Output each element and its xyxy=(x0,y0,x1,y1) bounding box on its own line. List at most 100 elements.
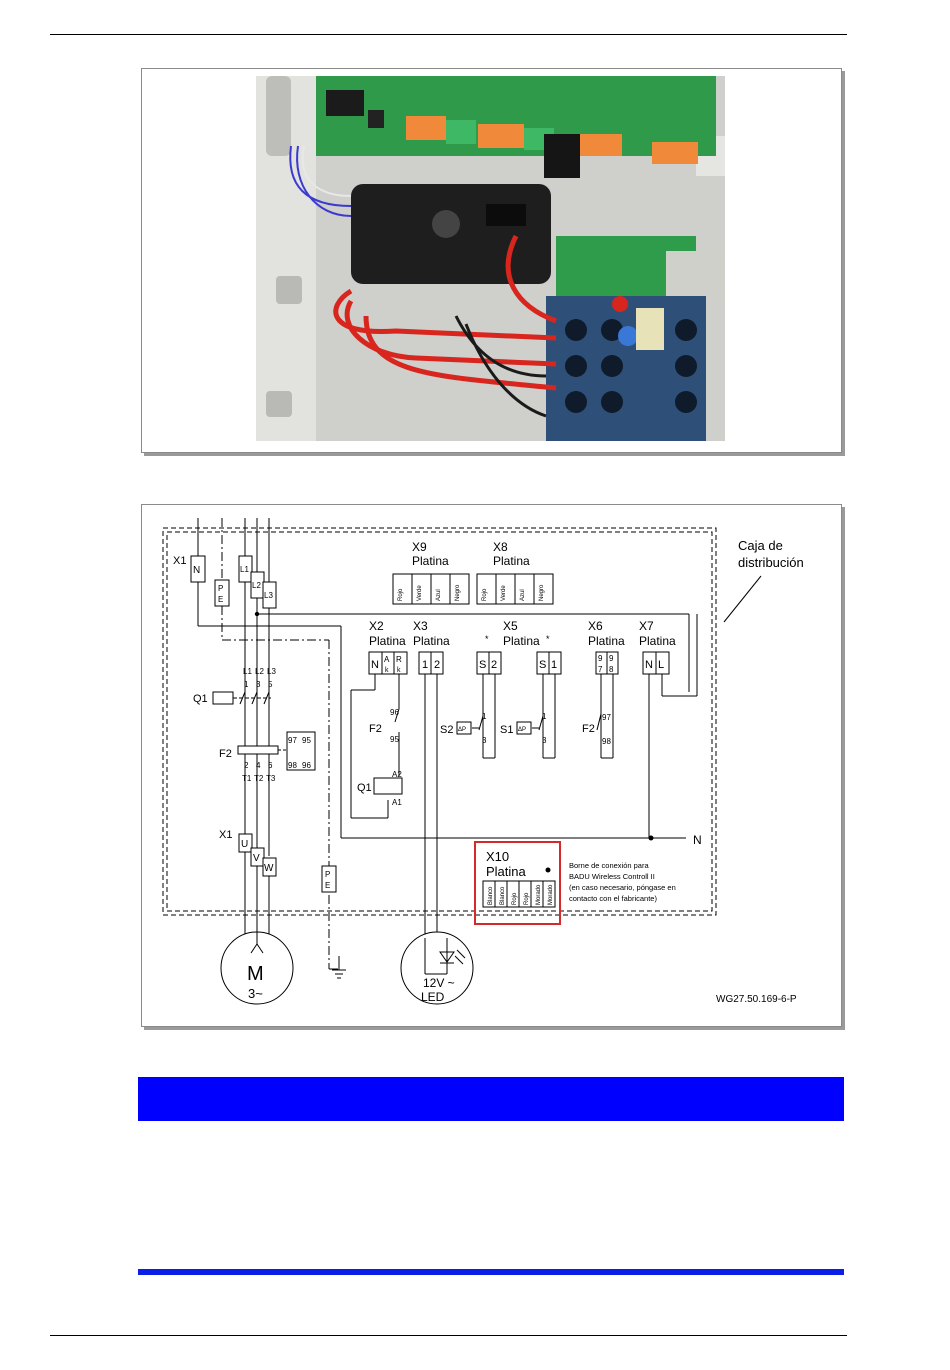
q1-pin-l1: L1 xyxy=(243,667,252,676)
x10-highlight-box xyxy=(474,841,561,925)
terminal-w xyxy=(262,857,277,877)
x6-cell-9b: 9 xyxy=(609,654,614,663)
x2-cell-rk: R xyxy=(396,655,402,664)
x2-cell-ak: A xyxy=(384,655,390,664)
q1-coil xyxy=(373,777,403,795)
x10-cell-1: Blanco xyxy=(488,886,494,905)
junction-n xyxy=(648,835,654,841)
x6-cell-8: 8 xyxy=(609,665,614,674)
s2-dp: ΔP xyxy=(458,727,466,733)
motor-m: M xyxy=(247,963,264,985)
x2-cell-rk-sub: k xyxy=(397,667,401,674)
q1-coil-symbol xyxy=(212,691,234,705)
pe-line xyxy=(221,518,339,970)
ground-symbol xyxy=(332,956,346,979)
x8-label: X8 xyxy=(493,540,508,554)
x3-cell-1: 1 xyxy=(422,659,428,671)
f2-aux-wiring xyxy=(596,674,614,759)
terminal-l2-label: L2 xyxy=(252,581,261,590)
x1-bottom-label: X1 xyxy=(219,829,232,841)
distribution-box-boundary-inner xyxy=(166,531,713,912)
x9-label: X9 xyxy=(412,540,427,554)
x10-note-2: BADU Wireless Controll II xyxy=(569,872,655,881)
x6-label: X6 xyxy=(588,619,603,633)
q1-pin-3: 3 xyxy=(256,680,261,689)
drawing-reference: WG27.50.169-6-P xyxy=(716,994,797,1005)
distribution-box-photo xyxy=(256,76,725,441)
x7-cell-n: N xyxy=(645,659,653,671)
x2-cell-n: N xyxy=(371,659,379,671)
q1-coil-label: Q1 xyxy=(357,782,372,794)
pe-terminal-top xyxy=(214,579,230,607)
f2-pin-6: 6 xyxy=(268,761,273,770)
x9-cell-2: Verde xyxy=(417,585,423,601)
s1-label: S1 xyxy=(500,724,513,736)
q1-pin-l2: L2 xyxy=(255,667,264,676)
q1-pin-l3: L3 xyxy=(267,667,276,676)
x10-cell-4: Rojo xyxy=(524,892,530,905)
terminal-w-label: W xyxy=(264,863,274,874)
x8-dividers xyxy=(495,574,535,604)
pe-top-p: P xyxy=(218,584,223,593)
f2-aux-contacts xyxy=(286,731,316,771)
x3-label: X3 xyxy=(413,619,428,633)
x8-platina: Platina xyxy=(493,554,530,568)
footer-rule xyxy=(50,1335,847,1336)
led-symbol xyxy=(400,931,474,1005)
x9-cell-4: Negro xyxy=(455,584,461,601)
x9-cell-3: Azul xyxy=(436,589,442,601)
terminal-v xyxy=(250,847,265,867)
pe-terminal-bottom xyxy=(321,865,337,893)
f2-relay-symbol xyxy=(237,745,279,755)
f2-coil-95: 95 xyxy=(390,735,399,744)
x5-mark-b: * xyxy=(546,634,550,644)
section-bottom-rule xyxy=(138,1269,844,1275)
x10-label: X10 xyxy=(486,849,509,864)
f2-pin-t3: T3 xyxy=(266,774,276,783)
f2-pin-t2: T2 xyxy=(254,774,264,783)
x9-dividers xyxy=(411,574,451,604)
caja-label-2: distribución xyxy=(738,555,804,570)
x9-platina: Platina xyxy=(412,554,449,568)
x2-terminal-block xyxy=(368,651,408,675)
pe-bottom-p: P xyxy=(325,870,330,879)
x7-label: X7 xyxy=(639,619,654,633)
s2-pin-3: 3 xyxy=(482,736,487,745)
x3-led-wiring xyxy=(424,674,448,975)
x5-cell-s: S xyxy=(479,659,486,671)
x9-cell-1: Rojo xyxy=(398,588,404,601)
x8-cell-4: Negro xyxy=(539,584,545,601)
f2-coil-label: F2 xyxy=(369,723,382,735)
f2-aux-97: 97 xyxy=(288,736,297,745)
x2-label: X2 xyxy=(369,619,384,633)
x5-cell-s-b: S xyxy=(539,659,546,671)
f2-pin-t1: T1 xyxy=(242,774,252,783)
x6-cell-9a: 9 xyxy=(598,654,603,663)
x2-platina: Platina xyxy=(369,634,406,648)
f2-aux-95: 95 xyxy=(302,736,311,745)
s2-switch-wiring xyxy=(472,674,496,759)
s2-label: S2 xyxy=(440,724,453,736)
x10-dividers xyxy=(494,881,544,907)
wiring-diagram: Caja de distribución X1 N xyxy=(162,518,804,1005)
terminal-l1 xyxy=(238,555,253,583)
terminal-u-label: U xyxy=(241,839,248,850)
f2-pin-4: 4 xyxy=(256,761,261,770)
motor-leads xyxy=(250,932,264,954)
q1-pin-1: 1 xyxy=(244,680,249,689)
header-rule xyxy=(50,34,847,35)
f2b-label: F2 xyxy=(582,723,595,735)
x3-platina: Platina xyxy=(413,634,450,648)
x3-cell-2: 2 xyxy=(434,659,440,671)
pe-bottom-e: E xyxy=(325,881,330,890)
section-heading-bar xyxy=(138,1077,844,1121)
f2b-98: 98 xyxy=(602,737,611,746)
f2-pin-2: 2 xyxy=(244,761,249,770)
junction-l2 xyxy=(254,611,260,617)
s1-pin-1: 1 xyxy=(542,712,547,721)
motor-phase: 3~ xyxy=(248,986,263,1001)
led-voltage: 12V ~ xyxy=(423,976,455,990)
x10-cell-6: Morado xyxy=(548,884,554,905)
x5-label: X5 xyxy=(503,619,518,633)
x5-cell-2: 2 xyxy=(491,659,497,671)
